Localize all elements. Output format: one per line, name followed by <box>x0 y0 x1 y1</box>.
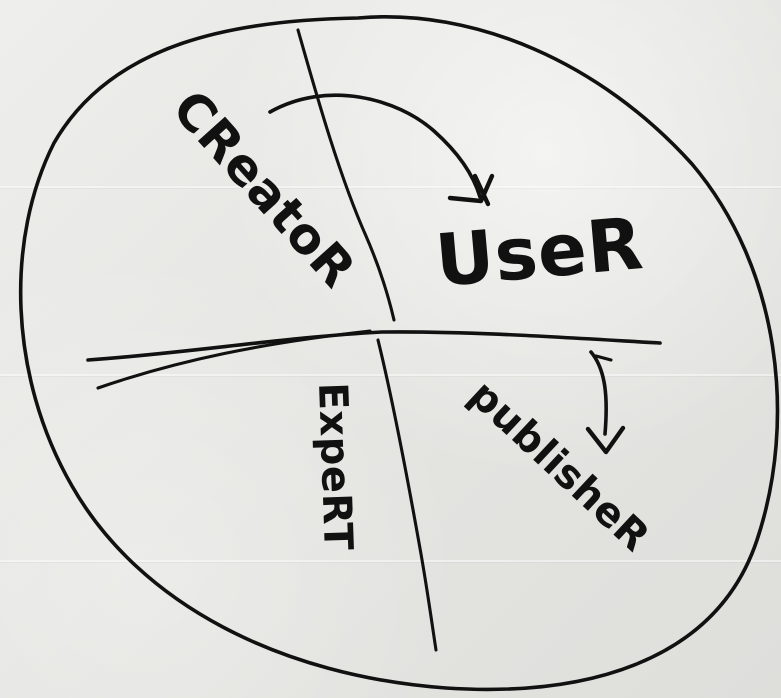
user-to-publisher-tail <box>594 354 613 362</box>
divider-top <box>296 28 396 322</box>
expert-label: ExpeRT <box>309 382 361 552</box>
divider-horizontal <box>86 330 662 362</box>
publisher-label-group: publisheR <box>460 372 658 561</box>
creator-label-group: CReatoR <box>161 79 367 298</box>
paper-fold <box>0 560 781 562</box>
user-to-publisher-arrow <box>589 350 608 436</box>
creator-to-user-arrowhead <box>447 173 495 204</box>
paper-fold <box>0 374 781 376</box>
publisher-label: publisheR <box>460 372 658 561</box>
creator-label: CReatoR <box>161 79 367 298</box>
creator-to-user-arrowhead-mark <box>472 173 491 207</box>
user-label: UseR <box>432 201 646 303</box>
creator-to-user-arrow <box>268 93 482 199</box>
user-label-group: UseR <box>432 201 646 303</box>
divider-left-shadow <box>96 329 372 390</box>
user-to-publisher-arrowhead <box>585 425 626 455</box>
expert-label-group: ExpeRT <box>309 382 361 552</box>
divider-bottom <box>376 338 438 652</box>
paper-fold <box>0 186 781 188</box>
outer-circle <box>18 15 780 692</box>
